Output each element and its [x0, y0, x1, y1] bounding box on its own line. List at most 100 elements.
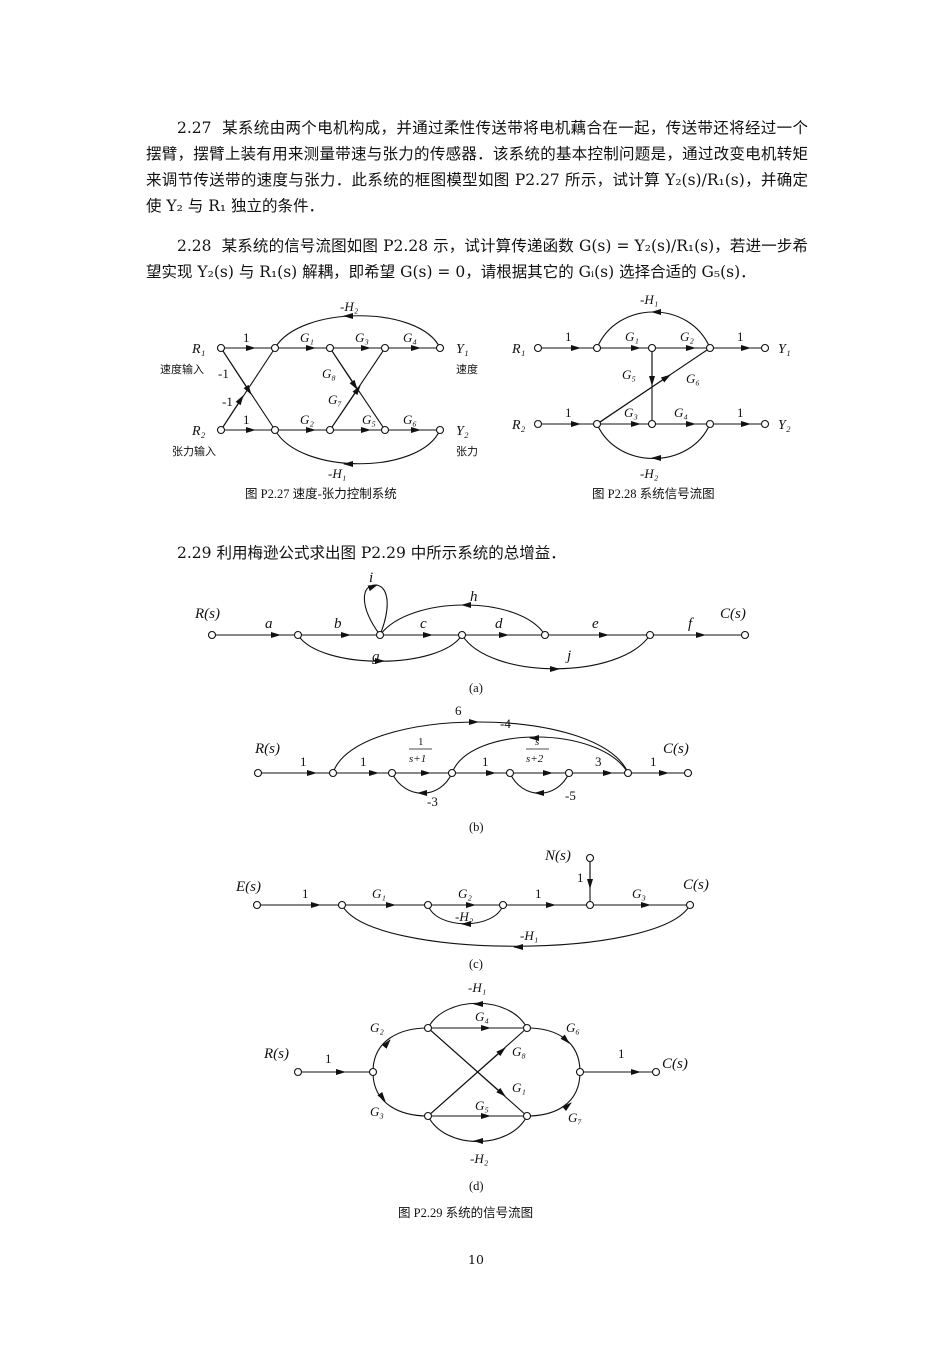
fig-p2-29a-diagram: [207, 584, 750, 672]
label-e-s: E(s): [235, 879, 261, 895]
page-number: 10: [468, 1252, 484, 1267]
label-h1: -H₁: [520, 928, 538, 943]
label-gain: 1: [243, 330, 250, 345]
label-h2: -H₂: [470, 1151, 489, 1166]
subfig-c-label: (c): [469, 957, 483, 971]
label-branch-f: f: [688, 616, 694, 632]
label-gain: 1: [565, 405, 572, 420]
label-h1: -H₁: [640, 292, 658, 307]
label-g5: G₅: [475, 1098, 489, 1113]
label-gain: 1: [243, 412, 250, 427]
label-gain: 1: [565, 329, 572, 344]
label-r1: R₁: [191, 342, 205, 357]
label-r1: R₁: [511, 342, 525, 357]
label-gain: -1: [218, 366, 229, 381]
label-g1: G₁: [372, 886, 386, 901]
caption-fig-p2-28: 图 P2.28 系统信号流图: [592, 487, 715, 501]
label-g6: G₆: [403, 412, 417, 427]
label-g2: G₂: [458, 886, 472, 901]
label-y1: Y₁: [456, 342, 469, 357]
label-g3: G₃: [370, 1104, 384, 1119]
label-gain: 1: [737, 329, 744, 344]
problem-2-27: 2.27 某系统由两个电机构成，并通过柔性传送带将电机藕合在一起，传送带还将经过…: [146, 119, 808, 215]
label-g6: G₆: [686, 371, 700, 386]
fig-p2-28-diagram: [533, 309, 770, 461]
label-g4: G₄: [403, 330, 417, 345]
label-h1: -H₁: [468, 980, 486, 995]
label-g2: G₂: [680, 329, 694, 344]
label-g3: G₃: [632, 886, 646, 901]
label-g2: G₂: [370, 1020, 384, 1035]
label-gain: 1: [302, 886, 309, 901]
caption-fig-p2-29: 图 P2.29 系统的信号流图: [398, 1205, 533, 1220]
label-gain: 1: [618, 1046, 625, 1061]
label-branch-g: g: [372, 649, 380, 665]
label-gain: 1: [300, 754, 307, 769]
label-gain: -4: [500, 716, 511, 731]
fig-p2-29b-diagram: [253, 719, 693, 796]
label-gain: -1: [222, 394, 233, 409]
label-c-s: C(s): [662, 1056, 688, 1072]
label-y2: Y₂: [456, 424, 469, 439]
label-g7: G₇: [328, 392, 342, 407]
label-g5: G₅: [362, 412, 376, 427]
label-g2: G₂: [300, 412, 314, 427]
label-branch-h: h: [470, 589, 478, 605]
label-gain: -5: [565, 788, 576, 803]
label-tension: 张力: [456, 445, 478, 458]
label-gain: -3: [427, 794, 438, 809]
label-gain: 1: [325, 1051, 332, 1066]
label-g5: G₅: [622, 367, 636, 382]
caption-fig-p2-27: 图 P2.27 速度-张力控制系统: [245, 486, 397, 501]
label-g3: G₃: [624, 405, 638, 420]
label-h2: -H₂: [340, 299, 359, 314]
label-g4: G₄: [674, 405, 688, 420]
label-h2: -H₂: [455, 909, 474, 924]
label-gain: 1: [360, 754, 367, 769]
label-gain: 1: [535, 886, 542, 901]
subfig-a-label: (a): [469, 681, 483, 695]
label-g8: G₈: [322, 366, 336, 381]
fig-p2-27-diagram: [216, 313, 445, 467]
problem-2-28: 2.28 某系统的信号流图如图 P2.28 示，试计算传递函数 G(s) = Y…: [146, 237, 808, 281]
label-g1: G₁: [512, 1080, 526, 1095]
problem-2-29: 2.29 利用梅逊公式求出图 P2.29 中所示系统的总增益．: [177, 544, 566, 562]
frac-denominator: s+1: [409, 753, 426, 765]
label-r-s: R(s): [254, 741, 280, 757]
label-h1: -H₁: [328, 466, 346, 481]
label-g8: G₈: [512, 1044, 526, 1059]
frac-numerator: s: [535, 736, 539, 748]
label-branch-c: c: [420, 616, 427, 632]
label-branch-b: b: [334, 616, 342, 632]
label-gain: 1: [482, 754, 489, 769]
label-c-s: C(s): [663, 741, 689, 757]
label-r2: R₂: [511, 418, 526, 433]
label-r2: R₂: [191, 424, 206, 439]
label-c-s: C(s): [720, 606, 746, 622]
label-g1: G₁: [625, 329, 639, 344]
label-branch-i: i: [369, 570, 373, 586]
label-r-s: R(s): [194, 606, 220, 622]
label-branch-e: e: [592, 616, 599, 632]
label-tension-input: 张力输入: [172, 444, 216, 458]
fig-p2-29c-diagram: [252, 853, 695, 950]
label-g1: G₁: [300, 330, 314, 345]
label-gain: 1: [577, 870, 584, 885]
subfig-d-label: (d): [469, 1179, 484, 1193]
label-g7: G₇: [568, 1110, 582, 1125]
label-gain: 1: [650, 754, 657, 769]
label-gain: 6: [455, 703, 462, 718]
label-g6: G₆: [566, 1020, 580, 1035]
label-g4: G₄: [475, 1009, 489, 1024]
label-g3: G₃: [355, 330, 369, 345]
label-gain: 1: [737, 405, 744, 420]
subfig-b-label: (b): [469, 820, 484, 834]
label-n-s: N(s): [544, 848, 571, 864]
label-y2: Y₂: [778, 418, 791, 433]
label-c-s: C(s): [683, 877, 709, 893]
fig-p2-29d-diagram: [293, 1001, 661, 1144]
label-branch-d: d: [495, 616, 503, 632]
frac-numerator: 1: [418, 736, 424, 748]
label-speed: 速度: [456, 362, 478, 376]
